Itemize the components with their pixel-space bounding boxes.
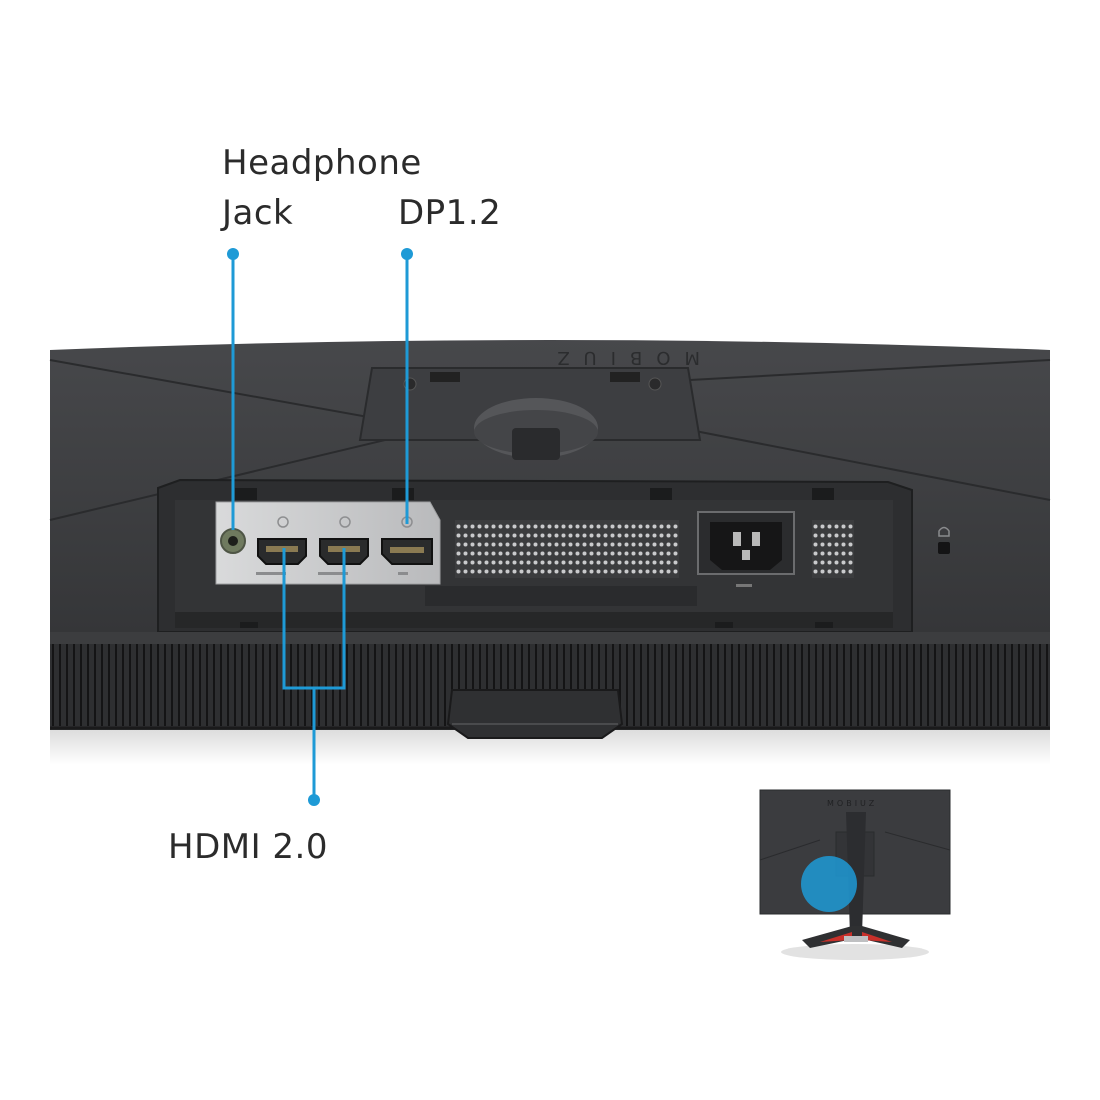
headphone-jack-icon <box>220 528 246 554</box>
vent-grid-right <box>812 520 854 578</box>
callout-dot-dp <box>401 248 413 260</box>
displayport-icon <box>381 516 433 565</box>
headphone-label-line2: Jack <box>222 193 294 233</box>
hdmi-port-icon <box>257 516 307 565</box>
brand-engraving: MOBIUZ <box>543 347 700 368</box>
hdmi-label: HDMI 2.0 <box>168 827 328 867</box>
callout-dot-hdmi <box>308 794 320 806</box>
thumbnail-highlight-circle <box>801 856 857 912</box>
stand-foot-peg <box>446 689 624 739</box>
monitor-thumbnail: MOBIUZ <box>759 789 951 960</box>
stand-latch <box>512 428 560 460</box>
callout-dot-headphone <box>227 248 239 260</box>
headphone-label-line1: Headphone <box>222 143 422 183</box>
vent-grid-main <box>455 520 679 578</box>
kensington-lock-icon <box>938 526 950 554</box>
mount-screw-right <box>648 377 662 391</box>
callout-lines <box>227 248 413 806</box>
power-socket-icon <box>697 511 795 587</box>
dp-label: DP1.2 <box>398 193 502 233</box>
thumbnail-brand: MOBIUZ <box>827 799 877 808</box>
